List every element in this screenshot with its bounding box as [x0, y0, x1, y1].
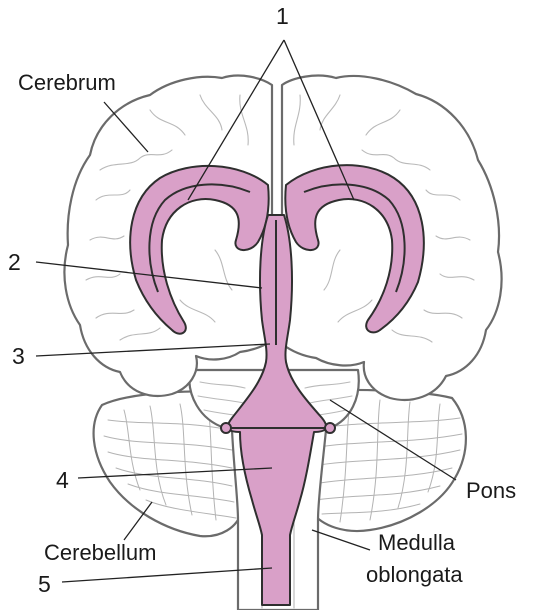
label-medulla-line2: oblongata: [366, 562, 463, 587]
label-1: 1: [276, 3, 289, 29]
label-cerebellum: Cerebellum: [44, 540, 157, 565]
lateral-aperture-left: [221, 423, 231, 433]
label-3: 3: [12, 343, 25, 369]
leader-medulla: [312, 530, 370, 550]
label-cerebrum: Cerebrum: [18, 70, 116, 95]
label-2: 2: [8, 249, 21, 275]
label-pons: Pons: [466, 478, 516, 503]
label-medulla-line1: Medulla: [378, 530, 456, 555]
label-5: 5: [38, 571, 51, 597]
lateral-aperture-right: [325, 423, 335, 433]
label-4: 4: [56, 467, 69, 493]
